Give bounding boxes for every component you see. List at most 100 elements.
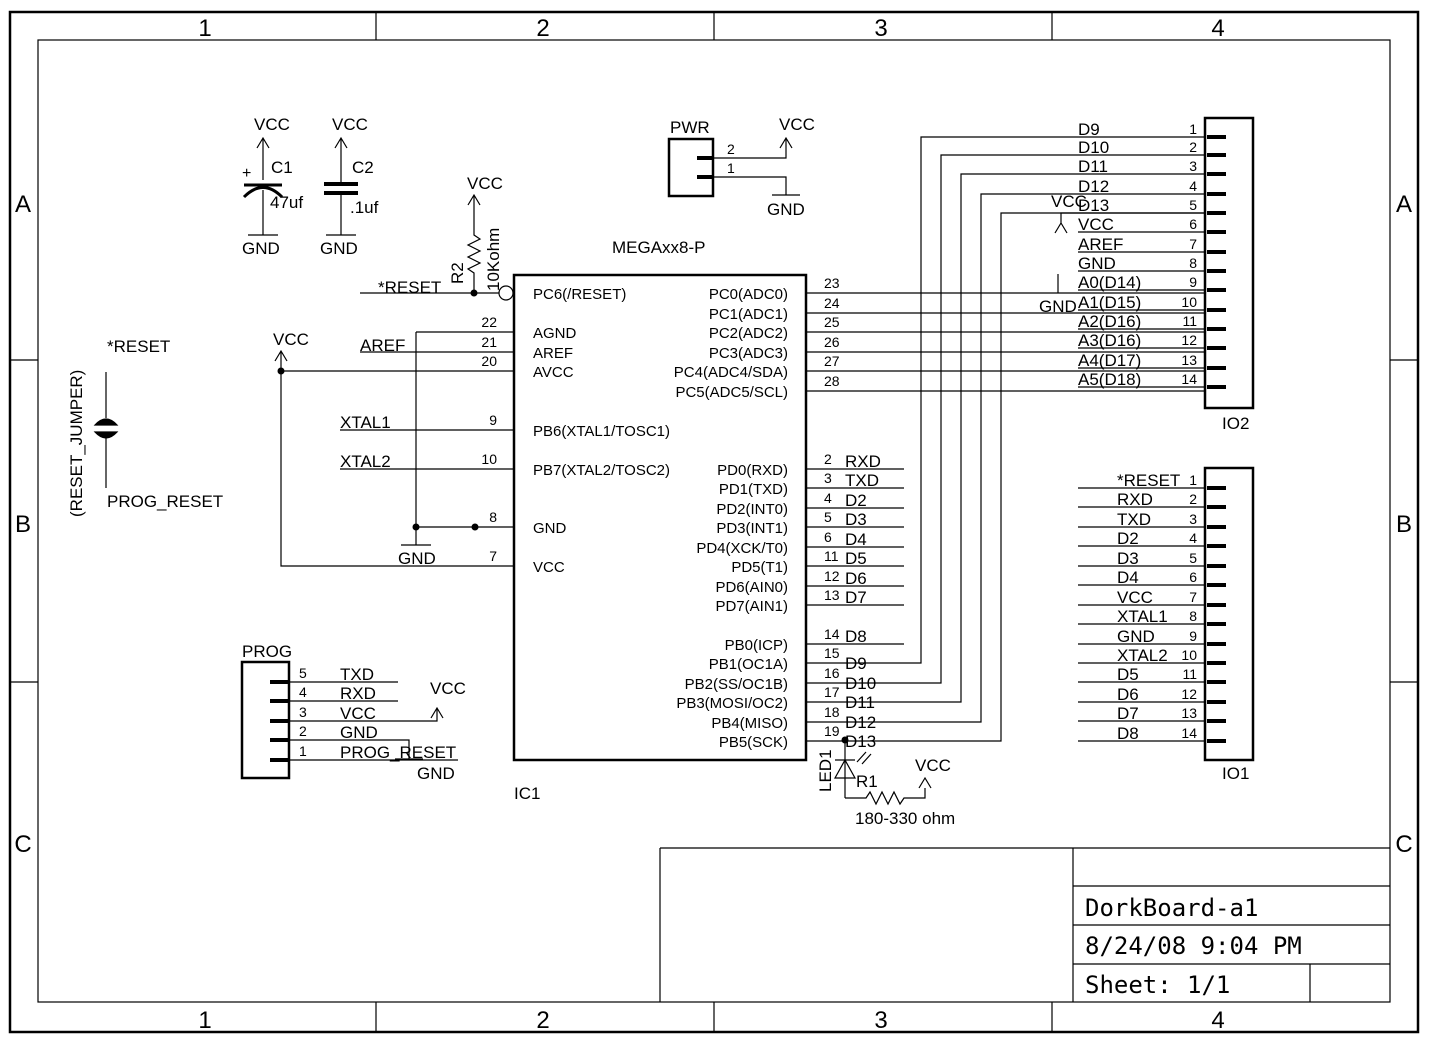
ic1-pin-name: PC3(ADC3) bbox=[709, 345, 788, 362]
io2-pin-number: 10 bbox=[1181, 294, 1197, 310]
net-label: D5 bbox=[845, 549, 867, 568]
net-label: D4 bbox=[845, 530, 867, 549]
io1-pin-number: 11 bbox=[1182, 666, 1197, 682]
io2-net-label: A0(D14) bbox=[1078, 273, 1141, 292]
pwr-connector: PWR 2 1 VCC GND bbox=[667, 115, 815, 219]
io1-pin-number: 13 bbox=[1181, 705, 1197, 721]
ic1-pin-name: PB1(OC1A) bbox=[709, 656, 788, 673]
ic1-pin-number: 2 bbox=[824, 451, 832, 467]
c1-value: 47uf bbox=[270, 193, 303, 212]
c1-plus-sign: + bbox=[242, 165, 251, 182]
io1-header: IO1 1*RESET2RXD3TXD4D25D36D47VCC8XTAL19G… bbox=[1078, 466, 1255, 783]
prog-pin-number: 2 bbox=[299, 723, 307, 739]
ic1-pin-name: PB3(MOSI/OC2) bbox=[676, 695, 788, 712]
ic1-pin-name: PC1(ADC1) bbox=[709, 306, 788, 323]
io2-net-label: VCC bbox=[1078, 215, 1114, 234]
io1-pin-number: 3 bbox=[1189, 511, 1197, 527]
xtal1-net-label: XTAL1 bbox=[340, 413, 391, 432]
r1-value: 180-330 ohm bbox=[855, 809, 955, 828]
io1-net-label: GND bbox=[1117, 627, 1155, 646]
ic1-pin-name: PC6(/RESET) bbox=[533, 286, 626, 303]
ic1-pin-number: 21 bbox=[481, 334, 497, 350]
col-label-top-3: 3 bbox=[874, 15, 887, 42]
ic1-ref: IC1 bbox=[514, 784, 540, 803]
ic1-pin-name: AVCC bbox=[533, 364, 574, 381]
gnd-label: GND bbox=[767, 200, 805, 219]
c2-ref: C2 bbox=[352, 158, 374, 177]
col-label-bottom-2: 2 bbox=[536, 1007, 549, 1034]
ic1-pin-name: AGND bbox=[533, 325, 577, 342]
io1-net-label: D5 bbox=[1117, 665, 1139, 684]
title-block-name: DorkBoard-a1 bbox=[1085, 894, 1258, 922]
ic1-pin-name: VCC bbox=[533, 559, 565, 576]
net-label: D2 bbox=[845, 491, 867, 510]
prog-pin-number: 5 bbox=[299, 665, 307, 681]
resistor-r2: VCC R2 10Kohm *RESET bbox=[360, 174, 514, 301]
io1-pin-number: 1 bbox=[1189, 472, 1197, 488]
io1-net-label: XTAL1 bbox=[1117, 607, 1168, 626]
pwr-pin2: 2 bbox=[727, 141, 735, 157]
ic1-pin-number: 28 bbox=[824, 373, 840, 389]
io1-pin-number: 10 bbox=[1181, 647, 1197, 663]
ic1-left-pins: PC6(/RESET)AGND22AREF21AVCC20PB6(XTAL1/T… bbox=[481, 286, 670, 576]
led1-ref: LED1 bbox=[816, 749, 835, 792]
jumper-top-net: *RESET bbox=[107, 337, 170, 356]
col-label-bottom-1: 1 bbox=[198, 1007, 211, 1034]
gnd-label: GND bbox=[320, 239, 358, 258]
net-label: D7 bbox=[845, 588, 867, 607]
io1-net-label: D2 bbox=[1117, 529, 1139, 548]
io1-net-label: VCC bbox=[1117, 588, 1153, 607]
row-label-left-c: C bbox=[14, 831, 31, 858]
gnd-label: GND bbox=[417, 764, 455, 783]
ic1-pin-name: PD0(RXD) bbox=[717, 462, 788, 479]
frame-zone-labels: 1 2 3 4 1 2 3 4 A B C A B C bbox=[14, 15, 1412, 1034]
col-label-bottom-3: 3 bbox=[874, 1007, 887, 1034]
io2-net-label: D11 bbox=[1078, 157, 1108, 176]
pwr-pin1: 1 bbox=[727, 160, 735, 176]
io1-pin-number: 2 bbox=[1189, 491, 1197, 507]
ic1-pin-number: 20 bbox=[481, 353, 497, 369]
io1-net-label: *RESET bbox=[1117, 471, 1180, 490]
ic1-pin-number: 14 bbox=[824, 626, 840, 642]
io2-net-label: GND bbox=[1078, 254, 1116, 273]
ic1-pin-number: 8 bbox=[489, 509, 497, 525]
vcc-label: VCC bbox=[430, 679, 466, 698]
jumper-bottom-net: PROG_RESET bbox=[107, 492, 223, 511]
ic1-pin-name: PC0(ADC0) bbox=[709, 286, 788, 303]
io1-pin-number: 6 bbox=[1189, 569, 1197, 585]
ic1-pin-number: 18 bbox=[824, 704, 840, 720]
vcc-label: VCC bbox=[332, 115, 368, 134]
capacitor-c1: VCC + C1 47uf GND bbox=[242, 115, 303, 258]
io2-pin-number: 5 bbox=[1189, 197, 1197, 213]
ic1-chip: MEGAxx8-P IC1 PC6(/RESET)AGND22AREF21AVC… bbox=[481, 238, 839, 803]
xtal2-net-label: XTAL2 bbox=[340, 452, 391, 471]
io2-pin-number: 3 bbox=[1189, 158, 1197, 174]
prog-ref: PROG bbox=[242, 642, 292, 661]
ic1-pin-number: 24 bbox=[824, 295, 840, 311]
io2-pins: 1D92D103D114D125D136VCC7AREF8GND9A0(D14)… bbox=[1078, 120, 1226, 389]
ic1-pin-name: PB0(ICP) bbox=[725, 637, 788, 654]
io2-net-label: D13 bbox=[1078, 196, 1109, 215]
io1-ref: IO1 bbox=[1222, 764, 1249, 783]
io2-header: IO2 1D92D103D114D125D136VCC7AREF8GND9A0(… bbox=[1039, 116, 1255, 433]
gnd-label: GND bbox=[242, 239, 280, 258]
ic1-pin-number: 6 bbox=[824, 529, 832, 545]
row-label-left-b: B bbox=[15, 511, 31, 538]
prog-net-label: VCC bbox=[340, 704, 376, 723]
title-block-sheet-value: 1/1 bbox=[1187, 971, 1230, 999]
io2-net-label: D10 bbox=[1078, 138, 1109, 157]
io2-pin-number: 1 bbox=[1189, 121, 1197, 137]
vcc-label: VCC bbox=[1051, 192, 1087, 211]
ic1-pin-number: 25 bbox=[824, 314, 840, 330]
pwr-ref: PWR bbox=[670, 118, 710, 137]
io2-net-label: A1(D15) bbox=[1078, 293, 1141, 312]
io1-pin-number: 5 bbox=[1189, 550, 1197, 566]
io2-net-label: A3(D16) bbox=[1078, 331, 1141, 350]
ic1-left-wiring: VCC AREF GND XTAL1 XTAL2 bbox=[273, 330, 514, 568]
prog-pin-number: 3 bbox=[299, 704, 307, 720]
vcc-label: VCC bbox=[273, 330, 309, 349]
ic1-pin-number: 4 bbox=[824, 490, 832, 506]
